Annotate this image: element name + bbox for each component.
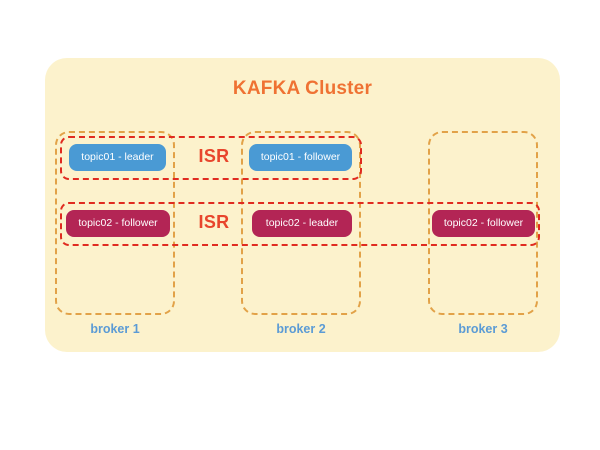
replica-pill-topic01-broker1[interactable]: topic01 - leader [69,144,166,171]
replica-pill-topic02-broker3[interactable]: topic02 - follower [432,210,535,237]
isr-label-topic02: ISR [198,212,230,232]
replica-pill-topic02-broker2[interactable]: topic02 - leader [252,210,352,237]
broker-label-3: broker 3 [458,322,508,336]
replica-pill-topic01-broker2[interactable]: topic01 - follower [249,144,352,171]
page-title: KAFKA Cluster [232,78,373,99]
broker-box-3 [428,131,538,315]
broker-box-2 [241,131,361,315]
replica-pill-topic02-broker1[interactable]: topic02 - follower [66,210,170,237]
isr-label-topic01: ISR [198,146,230,166]
isr-group-topic02 [60,202,540,246]
broker-box-1 [55,131,175,315]
broker-label-1: broker 1 [90,322,140,336]
isr-group-topic01 [60,136,362,180]
kafka-cluster-panel: KAFKA Cluster [45,58,560,352]
broker-label-2: broker 2 [276,322,326,336]
